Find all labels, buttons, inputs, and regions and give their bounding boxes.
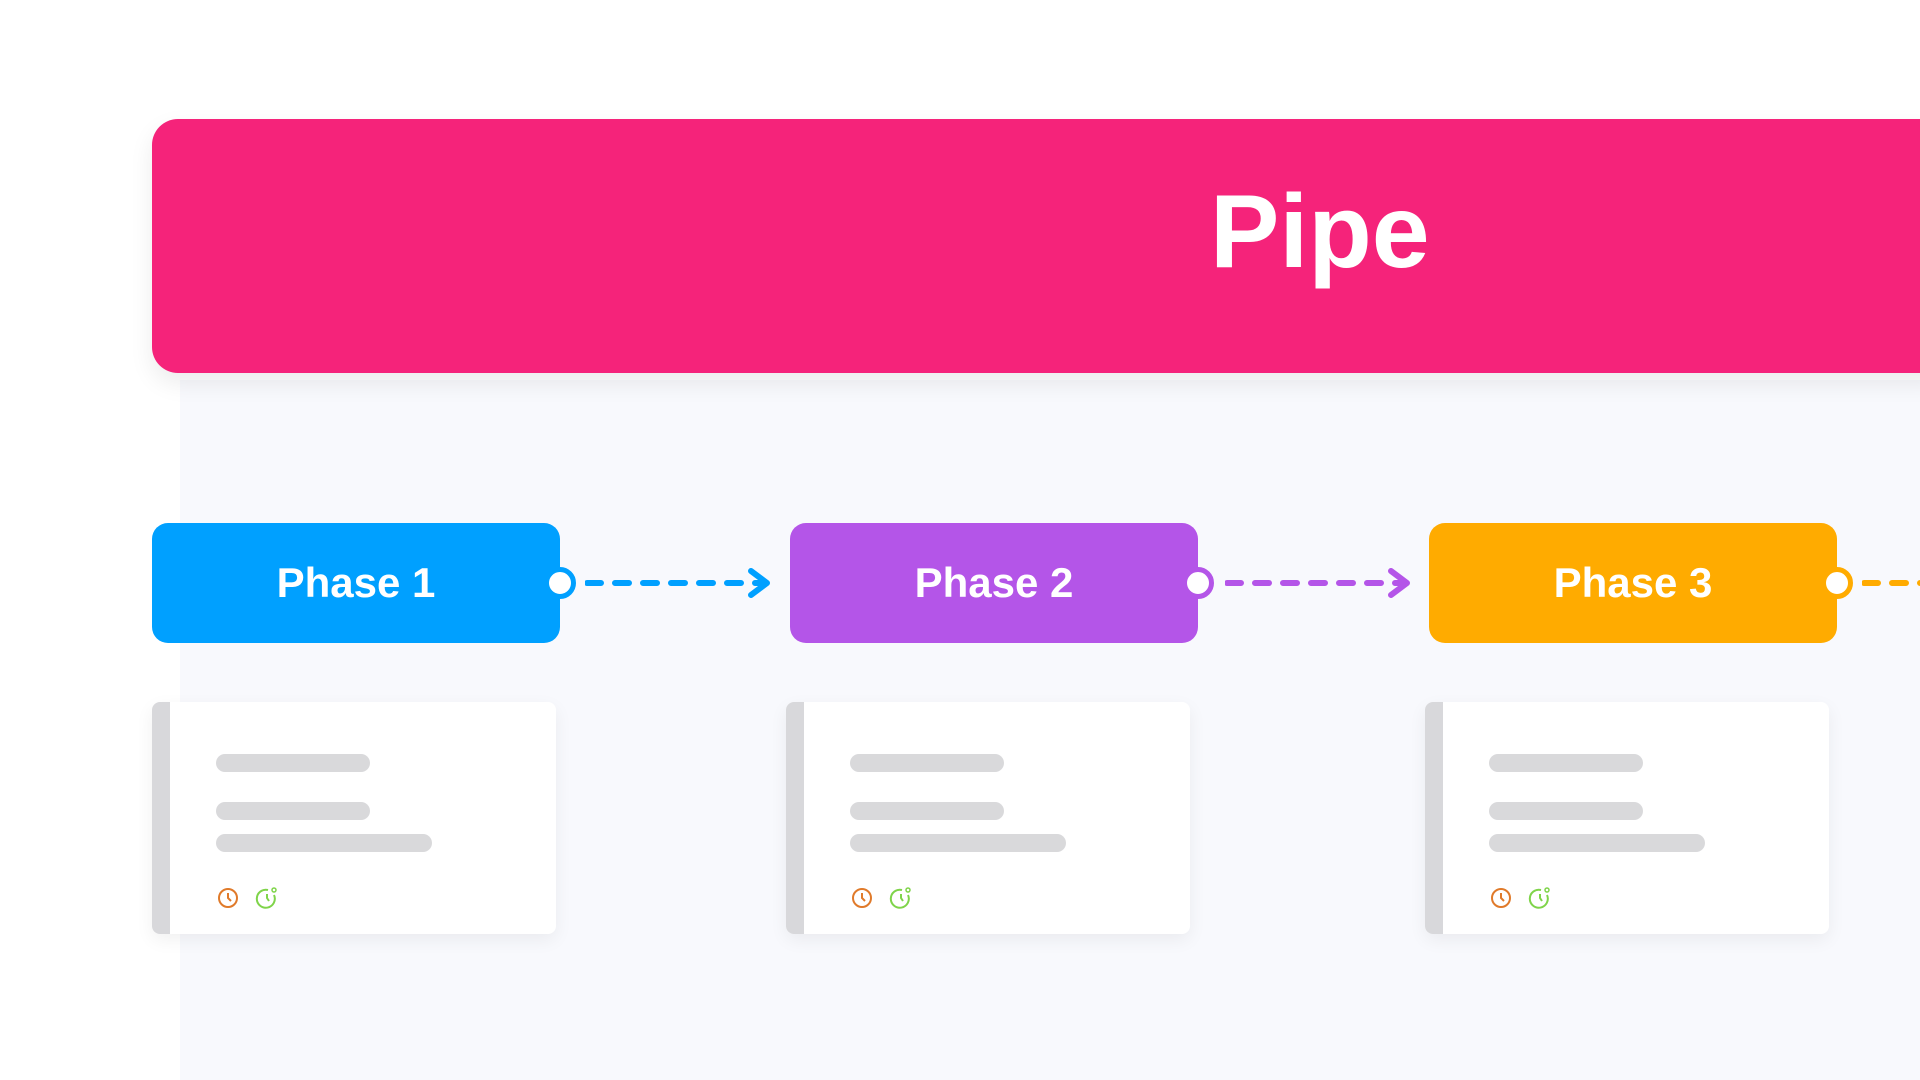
phase-label: Phase 3 bbox=[1553, 559, 1713, 606]
card-placeholder[interactable] bbox=[1425, 702, 1829, 934]
arrow-phase2-to-phase3 bbox=[1225, 568, 1410, 598]
placeholder-line bbox=[850, 802, 1004, 820]
phase-1[interactable]: Phase 1 bbox=[152, 523, 576, 643]
placeholder-line bbox=[850, 834, 1066, 852]
arrow-phase1-to-phase2 bbox=[585, 568, 770, 598]
placeholder-line bbox=[1489, 834, 1705, 852]
clock-check-icon bbox=[889, 887, 911, 909]
card-placeholder[interactable] bbox=[152, 702, 556, 934]
pipe-title: Pipe bbox=[1210, 174, 1430, 290]
connector-handle[interactable] bbox=[1821, 567, 1853, 599]
card-strip bbox=[786, 702, 804, 934]
phase-2[interactable]: Phase 2 bbox=[790, 523, 1214, 643]
clock-check-icon bbox=[1528, 887, 1550, 909]
card-strip bbox=[152, 702, 170, 934]
clock-icon bbox=[1491, 888, 1511, 908]
connector-handle[interactable] bbox=[544, 567, 576, 599]
placeholder-line bbox=[1489, 802, 1643, 820]
clock-check-icon bbox=[255, 887, 277, 909]
placeholder-line bbox=[216, 754, 370, 772]
phase-3[interactable]: Phase 3 bbox=[1429, 523, 1853, 643]
placeholder-line bbox=[216, 834, 432, 852]
phase-label: Phase 1 bbox=[276, 559, 436, 606]
placeholder-line bbox=[216, 802, 370, 820]
phase-label: Phase 2 bbox=[914, 559, 1074, 606]
arrow-phase3-next bbox=[1862, 580, 1920, 586]
placeholder-line bbox=[850, 754, 1004, 772]
pipe-banner bbox=[152, 119, 1920, 373]
card-placeholder[interactable] bbox=[786, 702, 1190, 934]
clock-icon bbox=[218, 888, 238, 908]
clock-icon bbox=[852, 888, 872, 908]
card-strip bbox=[1425, 702, 1443, 934]
placeholder-line bbox=[1489, 754, 1643, 772]
connector-handle[interactable] bbox=[1182, 567, 1214, 599]
